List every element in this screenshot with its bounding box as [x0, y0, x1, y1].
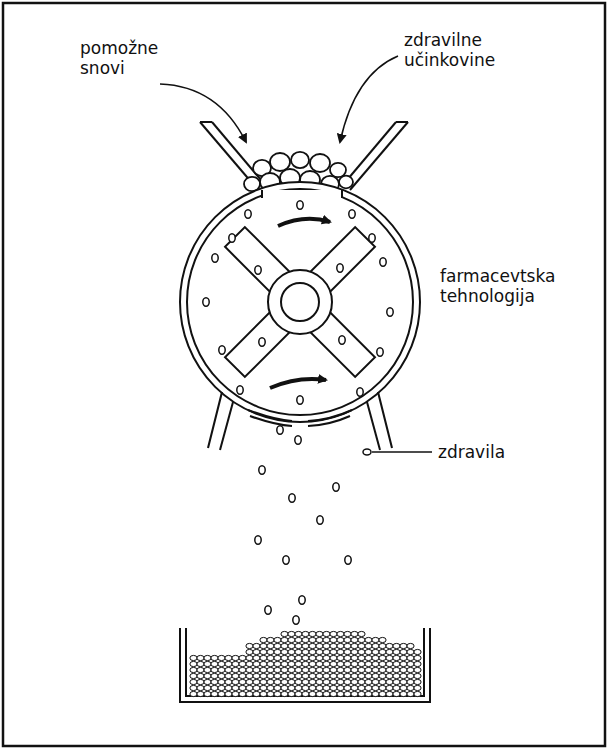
product-label: zdravila — [438, 442, 558, 462]
active-ingredient-label: zdravilne učinkovine — [404, 30, 524, 70]
technology-label: farmacevtska tehnologija — [440, 266, 580, 306]
excipient-label: pomožne snovi — [80, 38, 190, 78]
